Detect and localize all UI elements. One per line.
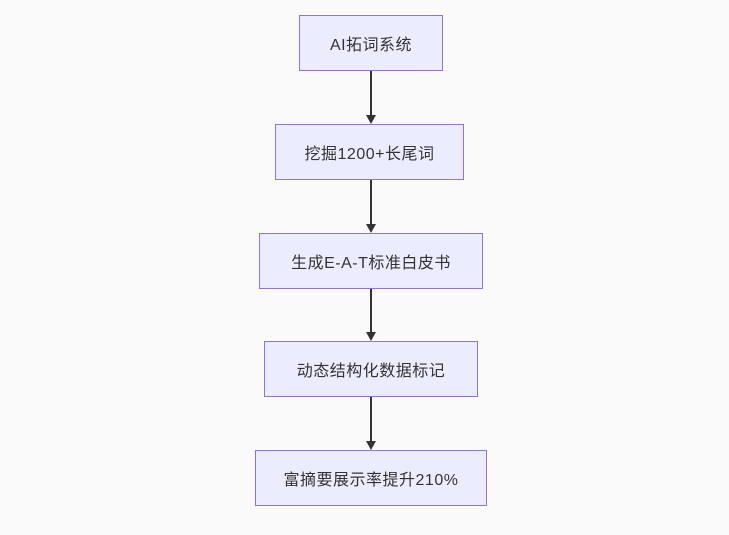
arrow-head-icon (366, 115, 376, 124)
arrow-line (370, 71, 372, 115)
arrow-head-icon (366, 332, 376, 341)
flow-node-dynamic-structured-data-markup: 动态结构化数据标记 (264, 341, 478, 397)
node-label: 挖掘1200+长尾词 (304, 146, 435, 163)
node-label: 富摘要展示率提升210% (283, 472, 459, 489)
arrow-line (370, 289, 372, 332)
flow-node-mine-longtail-keywords: 挖掘1200+长尾词 (275, 124, 464, 180)
flow-node-rich-snippet-rate-increase: 富摘要展示率提升210% (255, 450, 487, 506)
arrow-line (370, 180, 372, 224)
flow-edge-2 (365, 180, 377, 233)
node-label: 动态结构化数据标记 (296, 363, 446, 380)
arrow-head-icon (366, 441, 376, 450)
node-label: AI拓词系统 (329, 37, 413, 54)
flow-edge-1 (365, 71, 377, 124)
flow-edge-4 (365, 397, 377, 450)
arrow-head-icon (366, 224, 376, 233)
flow-node-generate-eat-whitepaper: 生成E-A-T标准白皮书 (259, 233, 483, 289)
flow-node-ai-word-expansion-system: AI拓词系统 (299, 15, 443, 71)
flow-edge-3 (365, 289, 377, 341)
node-label: 生成E-A-T标准白皮书 (291, 255, 451, 272)
arrow-line (370, 397, 372, 441)
